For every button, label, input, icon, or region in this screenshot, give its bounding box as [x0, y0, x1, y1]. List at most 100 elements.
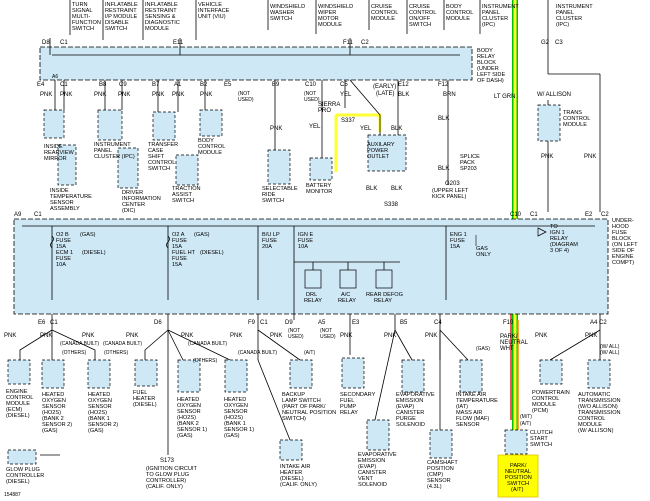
svg-text:CLUSTER (IPC): CLUSTER (IPC): [94, 154, 135, 160]
fuse-bu-lp: B/U LP FUSE 20A: [257, 226, 280, 300]
top-module-cruise-control-module: CRUISE CONTROL MODULE: [368, 0, 398, 30]
svg-text:EVAPORATIVE: EVAPORATIVE: [358, 452, 397, 458]
label-clutch-start-switch: CLUTCH START SWITCH: [530, 430, 553, 448]
svg-text:DRL: DRL: [306, 292, 317, 298]
mid-wires: [54, 79, 549, 212]
top-module-wires: [49, 35, 601, 212]
svg-text:CLUTCH: CLUTCH: [530, 430, 553, 436]
svg-text:MODULE: MODULE: [446, 16, 470, 22]
svg-text:OXYGEN: OXYGEN: [42, 398, 66, 404]
svg-text:INFLATABLE: INFLATABLE: [145, 2, 178, 8]
svg-text:INSIDE: INSIDE: [44, 144, 63, 150]
bottom-wires: [19, 314, 601, 456]
svg-text:SENSOR 2): SENSOR 2): [88, 422, 118, 428]
svg-text:MONITOR: MONITOR: [306, 189, 332, 195]
svg-text:(BANK 2: (BANK 2: [177, 421, 199, 427]
svg-text:20A: 20A: [262, 244, 272, 250]
svg-text:WINDSHIELD: WINDSHIELD: [270, 4, 305, 10]
svg-text:(GAS): (GAS): [177, 433, 193, 439]
svg-text:USED): USED): [320, 334, 336, 340]
svg-text:SENSOR 1): SENSOR 1): [224, 427, 254, 433]
svg-text:TRANSMISSION: TRANSMISSION: [578, 410, 621, 416]
svg-text:C1: C1: [260, 320, 268, 326]
svg-text:A6: A6: [52, 74, 58, 80]
body-relay-block-label: BODY RELAY BLOCK (UNDER LEFT SIDE OF DAS…: [477, 48, 505, 84]
svg-text:(NOT: (NOT: [288, 328, 300, 334]
svg-text:D9: D9: [285, 320, 293, 326]
svg-text:CONTROL: CONTROL: [563, 116, 590, 122]
svg-text:CENTER: CENTER: [122, 202, 145, 208]
svg-text:ECM 1: ECM 1: [56, 250, 73, 256]
svg-text:FUSE: FUSE: [262, 238, 277, 244]
label-aux-power-outlet: AUXILARY POWER OUTLET: [367, 142, 395, 160]
box-aux-outlet: [367, 134, 407, 172]
svg-text:SWITCH: SWITCH: [172, 198, 194, 204]
svg-text:KICK PANEL): KICK PANEL): [432, 194, 467, 200]
svg-text:SIERRA: SIERRA: [318, 102, 340, 108]
svg-text:PNK: PNK: [230, 333, 242, 339]
top-modules: TURN SIGNAL MULTI- FUNCTION SWITCH INFLA…: [69, 0, 593, 40]
mid-labels: PNK A6 PNK PNK PNK PNK PNK PNK (NOT USED…: [40, 74, 596, 214]
svg-text:BLK: BLK: [438, 116, 449, 122]
svg-text:SIGNAL: SIGNAL: [72, 8, 93, 14]
svg-text:PNK: PNK: [172, 92, 184, 98]
svg-text:YEL: YEL: [360, 126, 372, 132]
label-secondary-fuel-pump-relay: SECONDARY FUEL PUMP RELAY: [340, 392, 376, 416]
svg-text:INTAKE AIR: INTAKE AIR: [456, 392, 486, 398]
svg-text:BLOCK: BLOCK: [477, 60, 496, 66]
top-module-cruise-control-switch: CRUISE CONTROL ON/OFF SWITCH: [406, 0, 436, 34]
svg-text:RELAY: RELAY: [374, 298, 392, 304]
svg-text:(CMP): (CMP): [427, 472, 443, 478]
svg-text:PNK: PNK: [270, 126, 282, 132]
svg-text:FUSE: FUSE: [612, 230, 627, 236]
top-module-inflatable-restraint-ip-switch: INFLATABLE RESTRAINT I/P MODULE DISABLE …: [102, 0, 138, 40]
svg-text:SENSING &: SENSING &: [145, 14, 176, 20]
bottom-boxes: [7, 357, 611, 465]
svg-text:TEMPERATURE: TEMPERATURE: [456, 398, 498, 404]
svg-text:SENSOR: SENSOR: [456, 422, 480, 428]
svg-text:15A: 15A: [172, 262, 182, 268]
svg-text:(IAT): (IAT): [456, 404, 468, 410]
svg-text:BACKUP: BACKUP: [282, 392, 305, 398]
svg-text:CONTROLLER: CONTROLLER: [6, 473, 44, 479]
svg-text:CRUISE: CRUISE: [409, 4, 430, 10]
svg-text:WIPER: WIPER: [318, 10, 336, 16]
relay-ac: A/C RELAY: [338, 269, 357, 304]
svg-text:BLK: BLK: [438, 166, 449, 172]
svg-text:DISABLE: DISABLE: [105, 20, 129, 26]
svg-text:MODULE: MODULE: [318, 22, 342, 28]
svg-text:WINDSHIELD: WINDSHIELD: [318, 4, 353, 10]
svg-text:C1: C1: [530, 212, 538, 218]
svg-text:(W/ ALLISON): (W/ ALLISON): [578, 428, 614, 434]
svg-text:SHIFT: SHIFT: [148, 154, 165, 160]
svg-text:SENSOR: SENSOR: [427, 478, 451, 484]
svg-text:HEATED: HEATED: [88, 392, 110, 398]
svg-text:OUTLET: OUTLET: [367, 154, 390, 160]
svg-text:OXYGEN: OXYGEN: [177, 403, 201, 409]
svg-text:REAR DEFOG: REAR DEFOG: [366, 292, 403, 298]
label-dic: DRIVER INFORMATION CENTER (DIC): [122, 190, 161, 214]
svg-text:LAMP SWITCH: LAMP SWITCH: [282, 398, 321, 404]
svg-text:PNK: PNK: [4, 333, 16, 339]
svg-text:PNK: PNK: [118, 92, 130, 98]
top-module-windshield-wiper-motor: WINDSHIELD WIPER MOTOR MODULE: [315, 0, 353, 34]
svg-text:PNK: PNK: [94, 92, 106, 98]
svg-text:SENSOR 2): SENSOR 2): [42, 422, 72, 428]
underhood-fuse-block-box: [13, 218, 609, 315]
svg-text:C10: C10: [510, 212, 522, 218]
svg-text:HOOD: HOOD: [612, 224, 629, 230]
svg-text:ONLY: ONLY: [476, 252, 491, 258]
box-traction-assist: [175, 154, 199, 186]
svg-text:RELAY: RELAY: [477, 54, 495, 60]
svg-text:(A/T): (A/T): [511, 487, 524, 493]
label-traction-assist: TRACTION ASSIST SWITCH: [172, 186, 201, 204]
svg-text:ON/OFF: ON/OFF: [409, 16, 431, 22]
bottom-labels: PNK PNK PNK PNK PNK PNK PNK PNK PNK PNK …: [4, 333, 621, 498]
svg-text:(CANADA BUILT): (CANADA BUILT): [188, 341, 227, 347]
label-ho2s-bank2-sensor2: HEATED OXYGEN SENSOR (HO2S) (BANK 2 SENS…: [42, 392, 72, 434]
svg-text:CONTROL: CONTROL: [6, 395, 33, 401]
svg-text:CONTROL: CONTROL: [532, 396, 559, 402]
svg-text:WASHER: WASHER: [270, 10, 294, 16]
svg-text:D6: D6: [154, 320, 162, 326]
svg-text:ENGINE: ENGINE: [612, 254, 634, 260]
